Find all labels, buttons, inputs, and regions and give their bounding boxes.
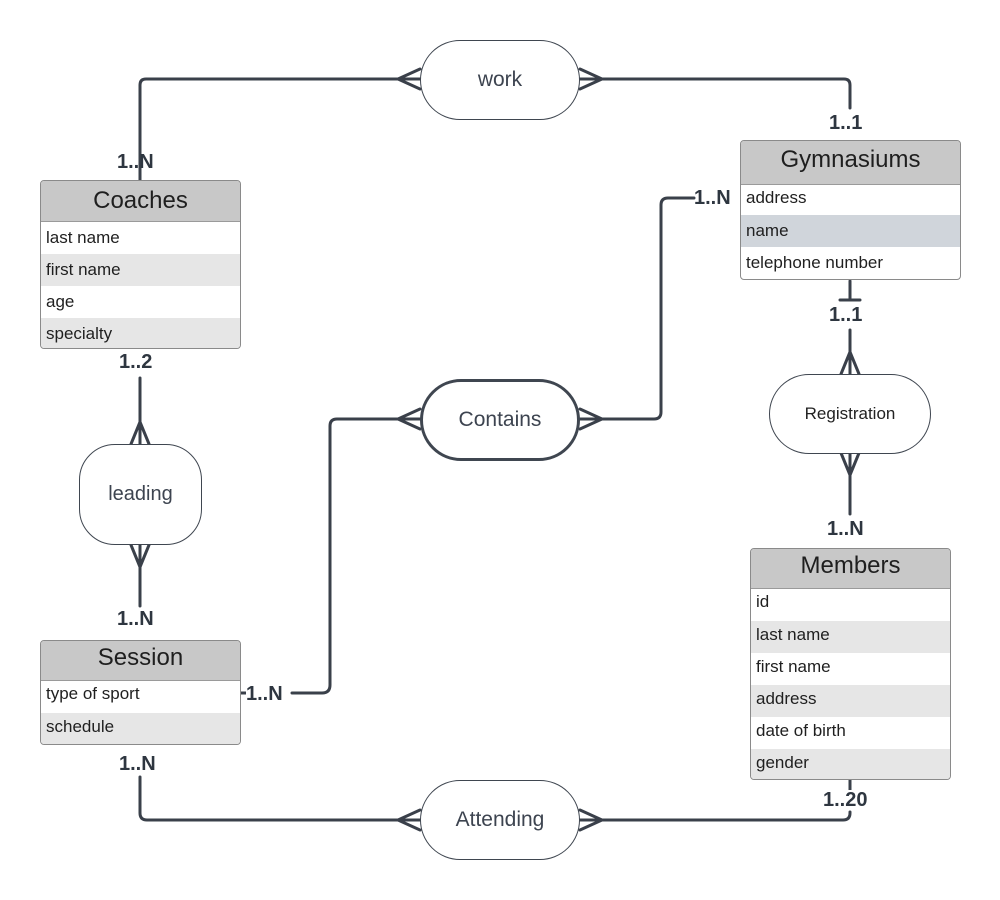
contains-line-session [290, 417, 422, 695]
attribute-row: last name [751, 621, 950, 653]
attribute-row: gender [751, 749, 950, 779]
relationship-label: Contains [458, 408, 542, 431]
attending-line-session [138, 775, 422, 822]
contains-crowfoot-right [578, 407, 604, 431]
attribute-row: telephone number [746, 253, 884, 272]
relationship-work[interactable]: work [420, 40, 580, 120]
entity-members[interactable]: Members id last name first name address … [750, 548, 951, 780]
attending-crowfoot-right [578, 808, 604, 832]
entity-title: Session [41, 641, 240, 681]
entity-title: Members [751, 549, 950, 589]
attribute-row: first name [756, 657, 831, 676]
entity-session[interactable]: Session type of sport schedule [40, 640, 241, 745]
work-line-coaches [138, 77, 422, 182]
cardinality-label: 1..N [119, 753, 156, 775]
attribute-row: date of birth [756, 721, 846, 740]
relationship-attending[interactable]: Attending [420, 780, 580, 860]
relationship-label: Registration [804, 404, 896, 423]
relationship-registration[interactable]: Registration [769, 374, 931, 454]
work-crowfoot-right [578, 67, 604, 91]
relationship-leading[interactable]: leading [79, 444, 202, 545]
entity-gymnasiums[interactable]: Gymnasiums address name telephone number [740, 140, 961, 280]
attribute-row: last name [46, 228, 120, 247]
cardinality-label: 1..N [246, 683, 283, 705]
registration-crowfoot-top [839, 350, 861, 376]
relationship-label: work [477, 68, 523, 91]
cardinality-label: 1..N [117, 151, 154, 173]
attribute-row: id [756, 592, 770, 611]
cardinality-label: 1..N [694, 187, 731, 209]
attribute-row: address [751, 685, 950, 717]
registration-crowfoot-bottom [839, 451, 861, 477]
work-crowfoot-left [396, 67, 422, 91]
attribute-row: specialty [41, 318, 240, 348]
attribute-row: name [741, 215, 960, 247]
contains-crowfoot-left [396, 407, 422, 431]
cardinality-label: 1..1 [829, 112, 863, 134]
entity-title: Gymnasiums [741, 141, 960, 185]
attending-line-members [578, 810, 852, 822]
registration-line-gymnasiums [838, 279, 862, 376]
cardinality-label: 1..N [117, 608, 154, 630]
attribute-row: type of sport [46, 684, 140, 703]
attending-crowfoot-left [396, 808, 422, 832]
relationship-label: Attending [455, 808, 545, 831]
contains-line-gymnasiums [578, 196, 696, 421]
attribute-row: first name [41, 254, 240, 286]
work-line-gymnasiums [578, 77, 852, 110]
attribute-row: schedule [41, 713, 240, 744]
cardinality-label: 1..N [827, 518, 864, 540]
leading-crowfoot-top [129, 420, 151, 446]
entity-coaches[interactable]: Coaches last name first name age special… [40, 180, 241, 349]
leading-crowfoot-bottom [129, 543, 151, 569]
entity-title: Coaches [41, 181, 240, 222]
cardinality-label: 1..20 [823, 789, 868, 811]
cardinality-label: 1..1 [829, 304, 863, 326]
attribute-row: age [46, 292, 75, 311]
cardinality-label: 1..2 [119, 351, 153, 373]
relationship-label: leading [108, 483, 173, 505]
relationship-contains[interactable]: Contains [420, 379, 580, 461]
attribute-row: address [746, 188, 807, 207]
